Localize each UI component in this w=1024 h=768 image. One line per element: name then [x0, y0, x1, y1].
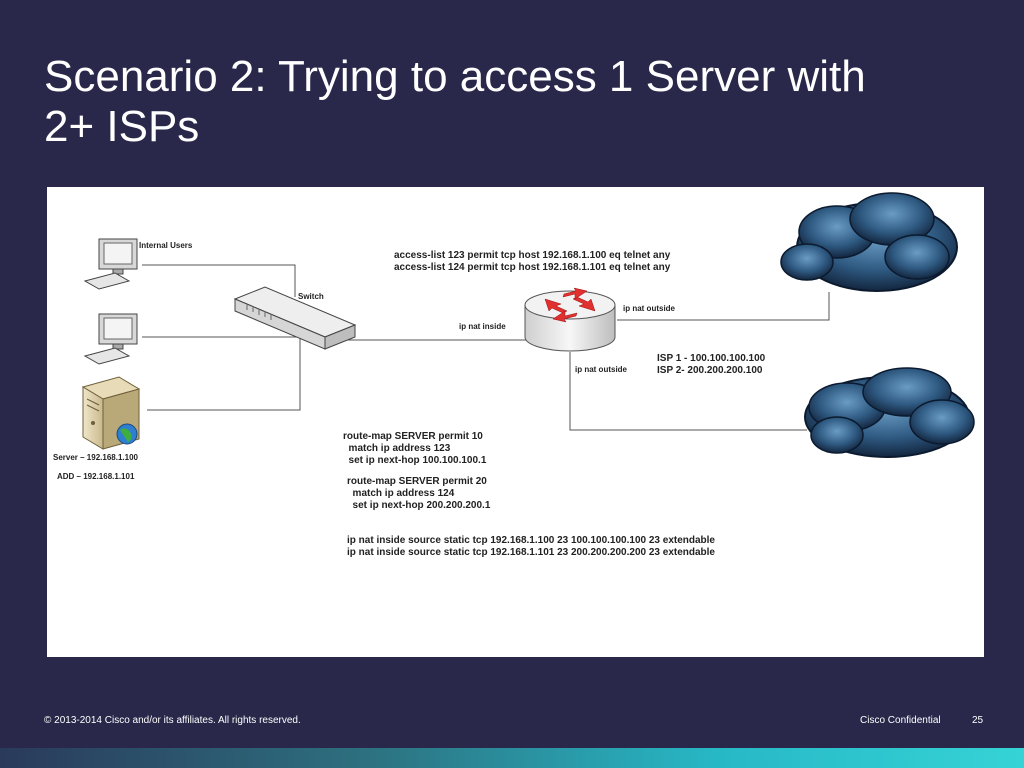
route-map-block-1: route-map SERVER permit 10 match ip addr…: [343, 431, 487, 466]
route-map-2-line-2: match ip address 124: [347, 488, 455, 499]
slide-title: Scenario 2: Trying to access 1 Server wi…: [44, 52, 984, 152]
access-list-line-2: access-list 124 permit tcp host 192.168.…: [394, 262, 671, 273]
nat-statements-block: ip nat inside source static tcp 192.168.…: [347, 535, 715, 558]
label-isp-2: ISP 2- 200.200.200.100: [657, 365, 763, 376]
globe-icon: [116, 423, 138, 445]
route-map-block-2: route-map SERVER permit 20 match ip addr…: [347, 476, 491, 511]
route-map-1-line-1: route-map SERVER permit 10: [343, 431, 483, 442]
route-map-2-line-3: set ip next-hop 200.200.200.1: [347, 500, 491, 511]
label-ip-nat-outside-bottom: ip nat outside: [575, 365, 628, 374]
link-router-isp2: [569, 352, 807, 431]
link-server-switch: [147, 327, 301, 411]
cloud-icon-isp-2: [804, 367, 975, 458]
link-router-isp1: [617, 292, 830, 321]
label-server: Server – 192.168.1.100: [53, 453, 139, 462]
computer-icon-user-1: [83, 238, 138, 290]
footer-confidential: Cisco Confidential: [860, 715, 941, 726]
route-map-1-line-2: match ip address 123: [343, 443, 451, 454]
label-ip-nat-inside: ip nat inside: [459, 322, 506, 331]
router-icon: [524, 287, 616, 352]
cloud-icon-isp-1: [780, 192, 958, 292]
label-switch: Switch: [298, 292, 324, 301]
route-map-2-line-1: route-map SERVER permit 20: [347, 476, 487, 487]
slide-title-line-2: 2+ ISPs: [44, 102, 200, 151]
page-number: 25: [972, 715, 984, 726]
label-internal-users: Internal Users: [139, 241, 193, 250]
network-diagram-canvas: Internal Users Switch ip nat inside ip n…: [53, 192, 975, 558]
network-diagram: Internal Users Switch ip nat inside ip n…: [47, 187, 984, 657]
slide-title-line-1: Scenario 2: Trying to access 1 Server wi…: [44, 52, 866, 101]
label-ip-nat-outside-top: ip nat outside: [623, 304, 676, 313]
bottom-accent-bar: [0, 748, 1024, 768]
link-user1-switch: [142, 264, 296, 297]
computer-icon-user-2: [83, 313, 138, 365]
label-server-add: ADD – 192.168.1.101: [57, 472, 135, 481]
footer-copyright: © 2013-2014 Cisco and/or its affiliates.…: [44, 715, 301, 726]
access-list-line-1: access-list 123 permit tcp host 192.168.…: [394, 250, 671, 261]
switch-icon: [233, 286, 357, 350]
nat-statement-line-2: ip nat inside source static tcp 192.168.…: [347, 547, 715, 558]
access-list-block: access-list 123 permit tcp host 192.168.…: [394, 250, 671, 273]
route-map-1-line-3: set ip next-hop 100.100.100.1: [343, 455, 487, 466]
connection-lines: [142, 264, 830, 431]
nat-statement-line-1: ip nat inside source static tcp 192.168.…: [347, 535, 715, 546]
label-isp-1: ISP 1 - 100.100.100.100: [657, 353, 766, 364]
